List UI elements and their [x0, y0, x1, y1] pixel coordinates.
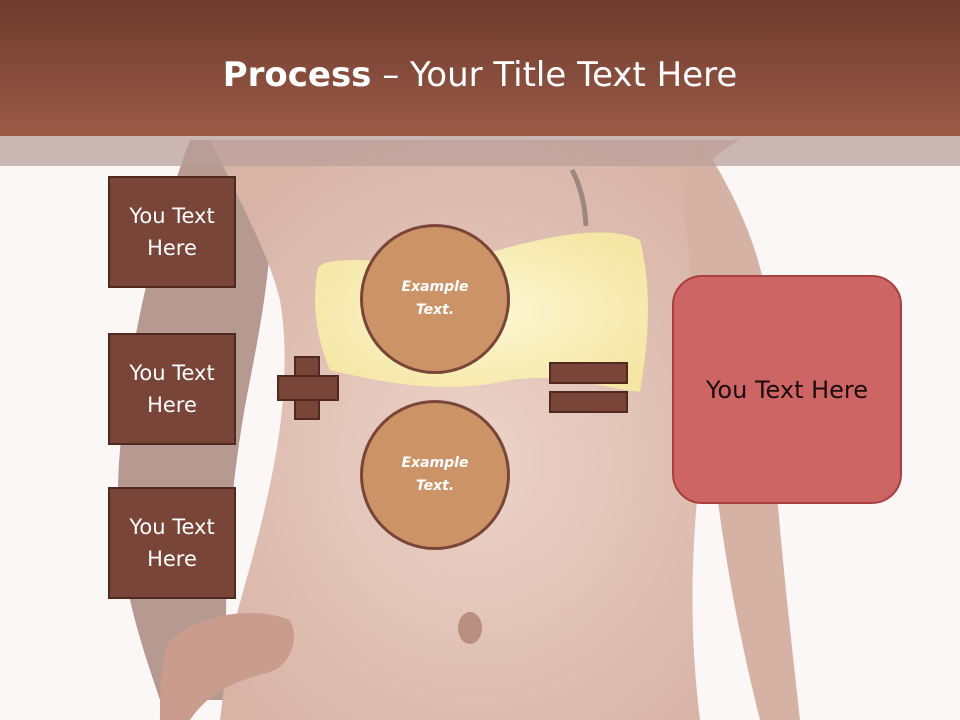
text-box-1: You Text Here: [108, 176, 236, 288]
title-bold-part: Process: [222, 55, 372, 95]
slide-title: Process – Your Title Text Here: [0, 50, 960, 100]
title-rest-part: – Your Title Text Here: [371, 55, 738, 95]
example-circle-2: Example Text.: [360, 400, 510, 550]
example-circle-1: Example Text.: [360, 224, 510, 374]
result-box: You Text Here: [672, 275, 902, 504]
equals-top-bar: [549, 362, 628, 384]
title-bar: [0, 0, 960, 136]
text-box-3-label: You Text Here: [129, 515, 215, 571]
result-box-label: You Text Here: [705, 375, 869, 404]
text-box-1-label: You Text Here: [129, 204, 215, 260]
example-circle-1-label: Example Text.: [401, 279, 469, 318]
text-box-3: You Text Here: [108, 487, 236, 599]
plus-center: [296, 377, 318, 399]
text-box-2: You Text Here: [108, 333, 236, 445]
title-shadow-band: [0, 136, 960, 166]
equals-bottom-bar: [549, 391, 628, 413]
text-box-2-label: You Text Here: [129, 361, 215, 417]
example-circle-2-label: Example Text.: [401, 455, 469, 494]
